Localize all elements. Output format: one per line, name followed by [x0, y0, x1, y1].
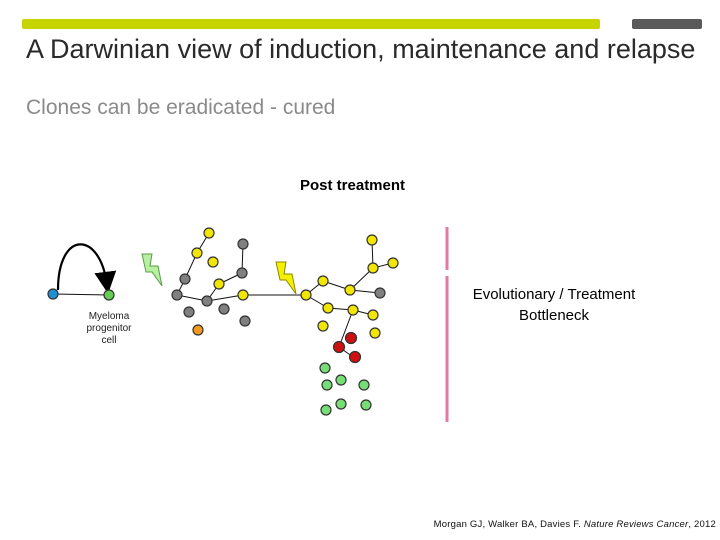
cell-yellow	[213, 278, 225, 290]
cell-grey	[236, 267, 248, 279]
cell-yellow	[317, 275, 329, 287]
header-accent-bar	[22, 19, 600, 29]
treatment-bolt-icon	[141, 253, 163, 287]
cell-grey	[218, 303, 230, 315]
cell-red	[344, 331, 358, 345]
cell-yellow	[369, 327, 381, 339]
cell-yellow	[366, 234, 378, 246]
slide-subtitle: Clones can be eradicated - cured	[26, 96, 336, 119]
cell-yellow	[367, 262, 379, 274]
cell-yellow	[387, 257, 399, 269]
progenitor-label: Myeloma progenitor cell	[86, 311, 132, 346]
cell-green	[320, 404, 332, 416]
cell-green	[358, 379, 370, 391]
cell-yellow	[237, 289, 249, 301]
cell-red	[332, 340, 346, 354]
cell-yellow	[317, 320, 329, 332]
cell-yellow	[207, 256, 219, 268]
cell-grey	[374, 287, 386, 299]
self-renewal-arrow	[56, 243, 117, 294]
cell-yellow	[300, 289, 312, 301]
cell-green	[360, 399, 372, 411]
citation-authors: Morgan GJ, Walker BA, Davies F.	[433, 519, 581, 530]
citation-year: , 2012	[688, 519, 716, 530]
citation: Morgan GJ, Walker BA, Davies F. Nature R…	[434, 519, 716, 530]
cell-green	[335, 374, 347, 386]
slide-title: A Darwinian view of induction, maintenan…	[26, 34, 696, 64]
cell-grey	[237, 238, 249, 250]
stem-cell	[47, 288, 59, 300]
post-treatment-label: Post treatment	[300, 177, 406, 194]
cell-yellow	[347, 304, 359, 316]
cell-grey	[201, 295, 213, 307]
cell-grey	[183, 306, 195, 318]
cell-grey	[179, 273, 191, 285]
treatment-bolt-icon	[275, 261, 297, 295]
cell-green	[335, 398, 347, 410]
cell-yellow	[191, 247, 203, 259]
cell-yellow	[322, 302, 334, 314]
cell-red	[348, 350, 362, 364]
progenitor-cell	[103, 289, 115, 301]
cell-orange	[192, 324, 204, 336]
cell-yellow	[344, 284, 356, 296]
citation-journal: Nature Reviews Cancer	[583, 519, 689, 530]
cell-grey	[171, 289, 183, 301]
bottleneck-label: Evolutionary / Treatment Bottleneck	[472, 286, 636, 324]
cells	[47, 227, 399, 416]
cell-yellow	[203, 227, 215, 239]
header-grey-bar	[632, 19, 702, 29]
cell-yellow	[367, 309, 379, 321]
cell-green	[319, 362, 331, 374]
cell-grey	[239, 315, 251, 327]
cell-green	[321, 379, 333, 391]
